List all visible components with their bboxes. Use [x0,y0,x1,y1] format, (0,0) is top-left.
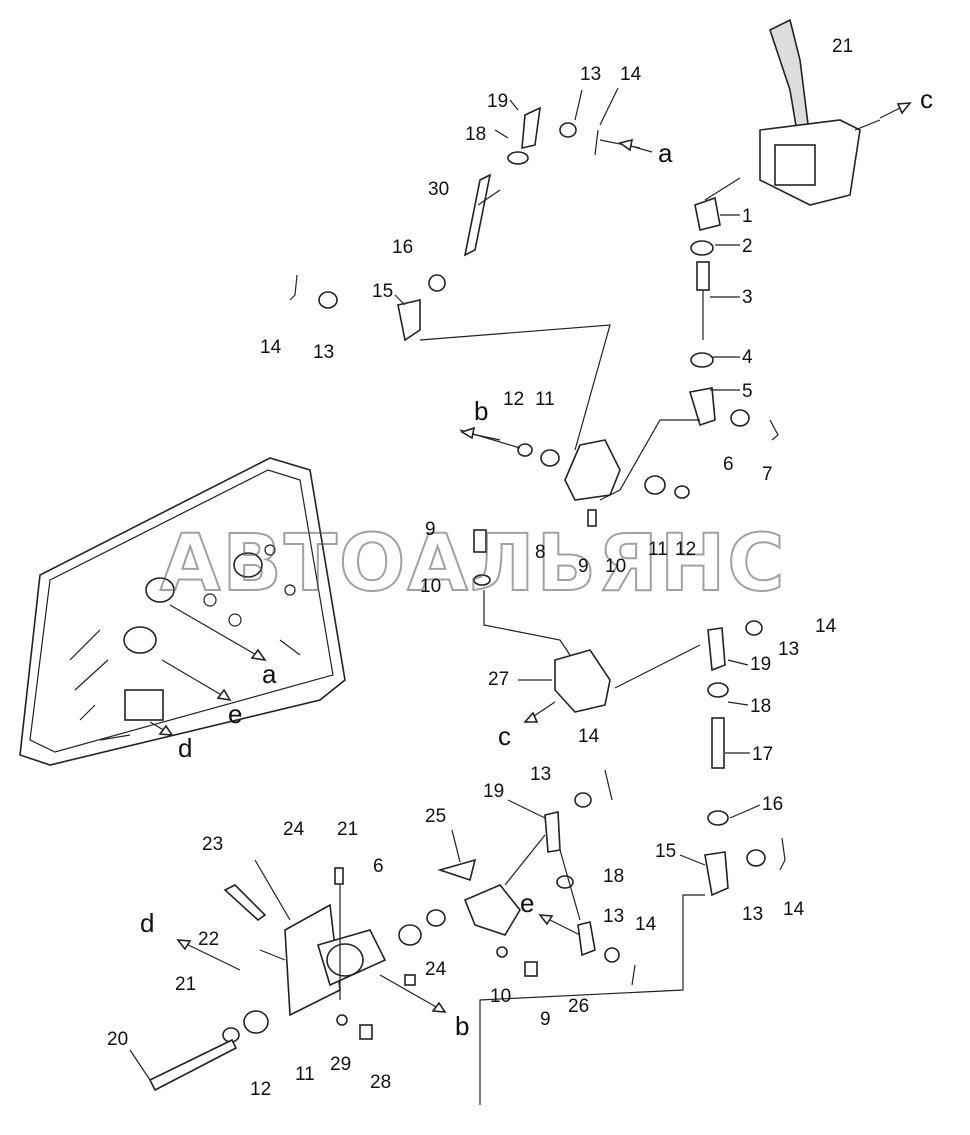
callout-18c: 18 [603,866,624,887]
callout-24b: 24 [425,959,447,980]
callout-19c: 19 [483,781,504,802]
callout-21c: 21 [175,974,196,995]
bellcrank-middle [459,419,700,586]
callout-14c: 14 [815,616,837,637]
callout-27: 27 [488,669,509,690]
arrow-label-c: c [920,84,933,114]
linkage-upper-left [289,106,641,451]
callout-22: 22 [198,929,219,950]
callout-1: 1 [742,206,753,227]
callout-9c: 9 [540,1009,551,1030]
callout-9: 9 [425,519,436,540]
callout-11b: 11 [648,539,668,560]
callout-16b: 16 [762,794,783,815]
callout-13d: 13 [530,764,551,785]
callout-15b: 15 [655,841,676,862]
arrow-letters: c a b a e d c d e b [140,84,933,1041]
bracket-27 [483,590,701,713]
callout-14: 14 [620,64,642,85]
callout-13: 13 [580,64,601,85]
callout-18b: 18 [750,696,771,717]
callout-17: 17 [752,744,773,765]
callout-10b: 10 [420,576,441,597]
arrow-label-a: a [658,138,673,168]
callout-6: 6 [723,454,734,475]
callout-7: 7 [762,464,773,485]
callout-11: 11 [535,389,555,410]
callout-21: 21 [832,36,853,57]
callout-25: 25 [425,806,446,827]
arrow-label-e: e [228,699,242,729]
callout-9b: 9 [578,556,589,577]
arrow-label-b: b [474,396,488,426]
callout-13f: 13 [603,906,624,927]
arrow-label-c2: c [498,721,511,751]
callout-30: 30 [428,179,449,200]
callout-12c: 12 [250,1079,271,1100]
callout-3: 3 [742,287,753,308]
linkage-right-column [479,620,786,1105]
leader-lines [129,87,761,1081]
linkage-upper-right [688,196,779,441]
callout-20: 20 [107,1029,128,1050]
arrow-label-e2: e [520,888,534,918]
callout-14d: 14 [578,726,600,747]
callout-24: 24 [283,819,305,840]
callouts: 21 13 14 19 18 30 1 2 16 15 3 14 13 4 5 … [107,36,853,1100]
callout-19: 19 [487,91,508,112]
arrow-label-d2: d [140,908,154,938]
arrow-label-b2: b [455,1011,469,1041]
callout-14f: 14 [635,914,657,935]
callout-5: 5 [742,381,753,402]
callout-15: 15 [372,281,393,302]
callout-6b: 6 [373,856,384,877]
callout-8: 8 [535,542,546,563]
callout-13b: 13 [313,342,334,363]
callout-26: 26 [568,996,589,1017]
instrument-panel [19,457,346,766]
callout-14e: 14 [783,899,805,920]
arrow-label-d: d [178,733,192,763]
callout-12: 12 [503,389,524,410]
callout-2: 2 [742,236,753,257]
callout-16: 16 [392,237,413,258]
callout-10: 10 [605,556,626,577]
watermark: АВТОАЛЬЯНС [160,519,787,609]
callout-23: 23 [202,834,223,855]
callout-18: 18 [465,124,486,145]
callout-21b: 21 [337,819,358,840]
callout-28: 28 [370,1072,391,1093]
callout-29: 29 [330,1054,351,1075]
direction-arrows [149,102,912,1013]
callout-4: 4 [742,347,753,368]
callout-11c: 11 [295,1064,315,1085]
arrow-label-a2: a [262,659,277,689]
lower-assembly [148,769,636,1092]
callout-14b: 14 [260,337,282,358]
callout-10c: 10 [490,986,511,1007]
callout-13e: 13 [742,904,763,925]
callout-13c: 13 [778,639,799,660]
gear-lever-assembly [704,18,881,206]
callout-12b: 12 [675,539,696,560]
callout-19b: 19 [750,654,771,675]
